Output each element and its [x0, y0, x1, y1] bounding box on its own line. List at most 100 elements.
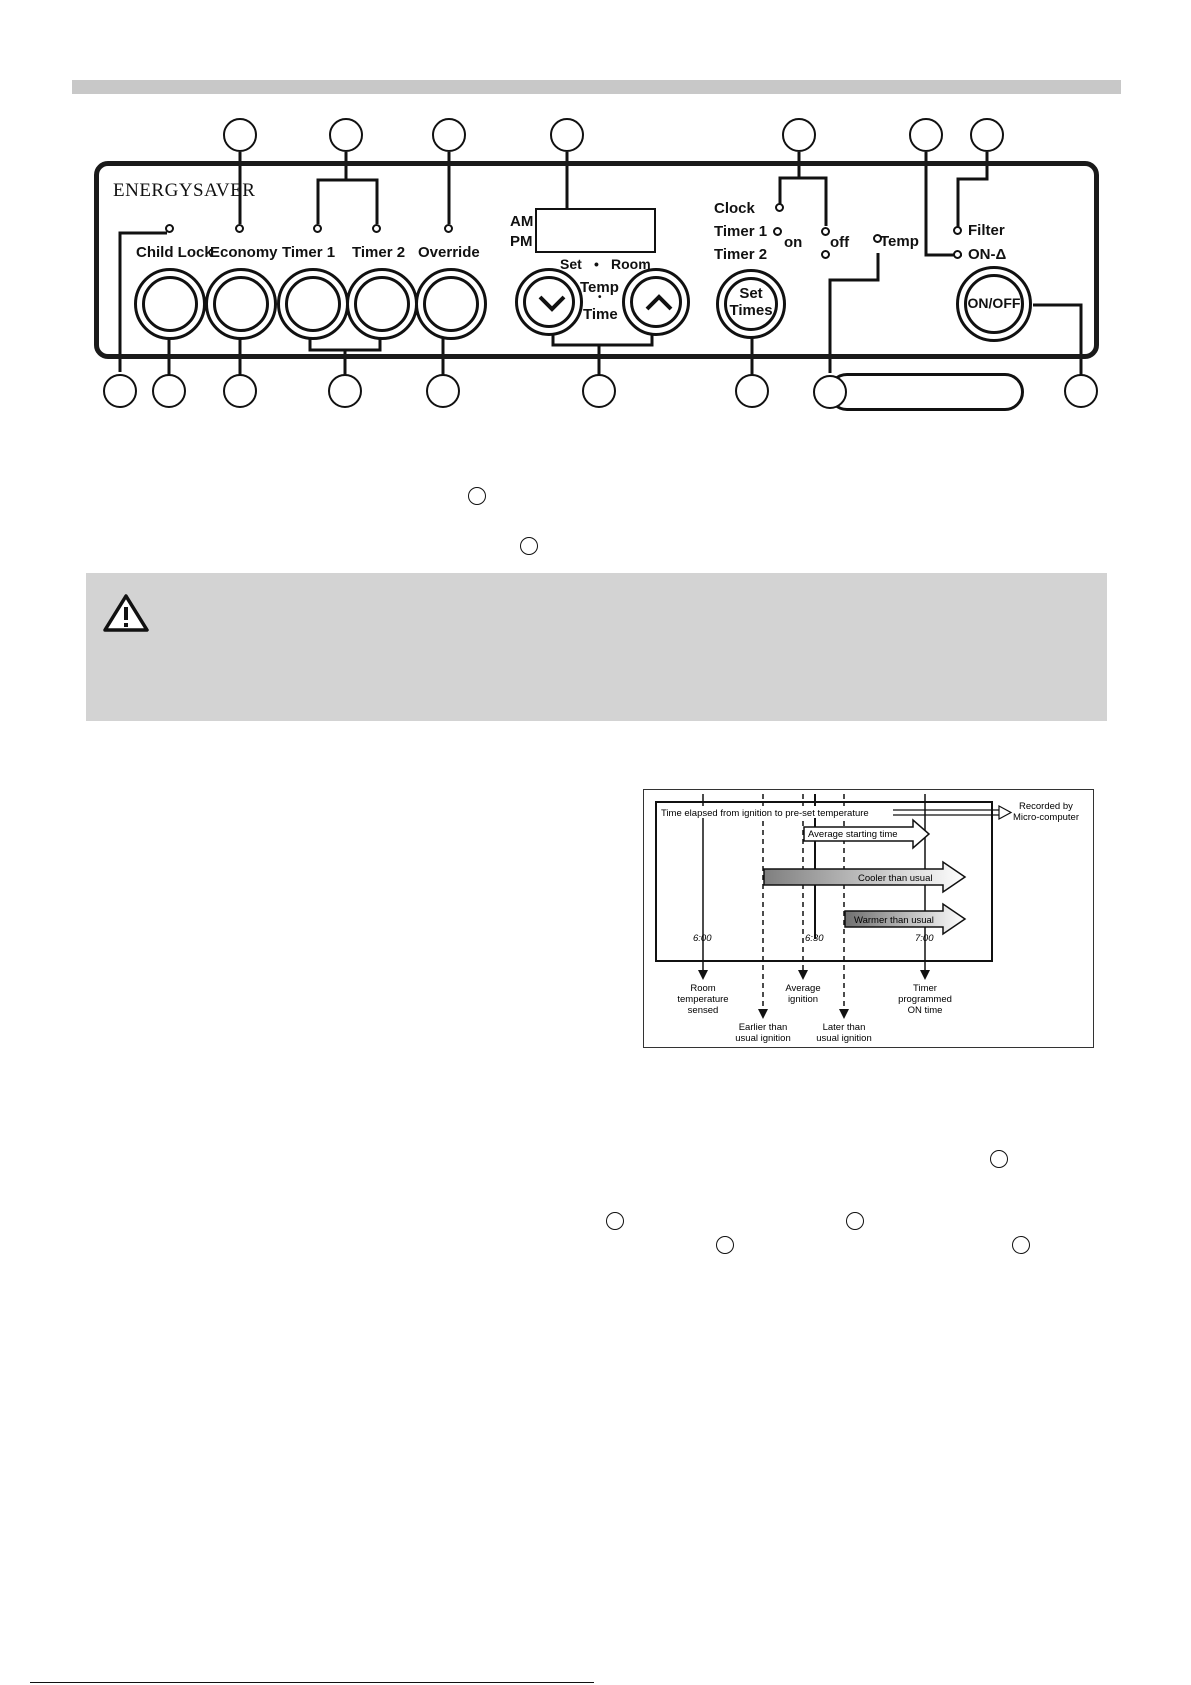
warmer-arrow	[844, 902, 967, 936]
on-flame-label: ON-Δ	[968, 246, 1007, 263]
on-led-icon	[953, 250, 962, 259]
arrowhead-down	[839, 1009, 849, 1019]
on-off-label: ON/OFF	[967, 295, 1021, 311]
temp-time-separator: •	[598, 292, 602, 303]
set-times-label-times: Times	[729, 302, 773, 319]
callout-circle	[970, 118, 1004, 152]
warning-triangle-icon	[103, 594, 149, 632]
clock-label: Clock	[714, 200, 755, 217]
control-panel-outline	[94, 161, 1099, 359]
lcd-display	[535, 208, 656, 253]
up-arrow-button[interactable]	[622, 268, 690, 336]
reference-circle	[716, 1236, 734, 1254]
callout-circle	[432, 118, 466, 152]
callout-circle	[582, 374, 616, 408]
arrow-label-average: Average starting time	[808, 829, 898, 840]
timer1-indicator-label: Timer 1	[714, 223, 768, 240]
child-lock-button[interactable]	[134, 268, 206, 340]
filter-led-icon	[953, 226, 962, 235]
child-lock-label: Child Lock	[136, 244, 213, 261]
chevron-down-icon	[538, 295, 566, 312]
off-label: off	[830, 234, 850, 251]
callout-circle	[103, 374, 137, 408]
arrow-label-cooler: Cooler than usual	[858, 873, 932, 884]
override-label: Override	[418, 244, 480, 261]
down-arrow-button[interactable]	[515, 268, 583, 336]
override-button[interactable]	[415, 268, 487, 340]
temp-led-icon	[873, 234, 882, 243]
marker-later-1: Later than	[823, 1022, 866, 1033]
marker-average-2: ignition	[788, 994, 818, 1005]
timer-off-led-icon	[821, 227, 830, 236]
set-room-separator: •	[594, 256, 599, 272]
timer1-label: Timer 1	[282, 244, 336, 261]
diagram-canvas: Time elapsed from ignition to pre-set te…	[655, 794, 1079, 1044]
marker-timer-2: programmed	[898, 994, 952, 1005]
cooler-arrow	[763, 860, 967, 894]
timer2-button[interactable]	[346, 268, 418, 340]
callout-circle	[426, 374, 460, 408]
reference-circle	[606, 1212, 624, 1230]
set-times-label-set: Set	[739, 285, 763, 302]
recorded-line1: Recorded by	[1019, 801, 1073, 812]
callout-circle	[329, 118, 363, 152]
tick-6-30: 6:30	[805, 933, 824, 944]
tick-7-00: 7:00	[915, 933, 934, 944]
callout-circle	[813, 375, 847, 409]
reference-circle	[846, 1212, 864, 1230]
recorded-line2: Micro-computer	[1013, 812, 1079, 823]
economy-button[interactable]	[205, 268, 277, 340]
temp-label: Temp	[580, 279, 619, 296]
arrowhead-down	[698, 970, 708, 980]
economy-led-icon	[235, 224, 244, 233]
callout-circle	[735, 374, 769, 408]
chevron-up-icon	[645, 294, 673, 311]
override-led-icon	[444, 224, 453, 233]
timer1-on-led-icon	[773, 227, 782, 236]
callout-circle	[550, 118, 584, 152]
pm-label: PM	[510, 233, 533, 250]
reference-circle	[1012, 1236, 1030, 1254]
marker-earlier-2: usual ignition	[735, 1033, 790, 1044]
brand-logo: ENERGYSAVER	[113, 180, 256, 201]
marker-later-2: usual ignition	[816, 1033, 871, 1044]
arrowhead-down	[920, 970, 930, 980]
reference-circle	[468, 487, 486, 505]
callout-circle	[782, 118, 816, 152]
diagram-inner-box	[655, 801, 993, 962]
on-off-button[interactable]: ON/OFF	[956, 266, 1032, 342]
arrowhead-down	[758, 1009, 768, 1019]
on-label: on	[784, 234, 803, 251]
callout-circle	[909, 118, 943, 152]
temp-indicator-label: Temp	[880, 233, 919, 250]
average-starting-arrow	[803, 818, 931, 850]
timer2-off-led-icon	[821, 250, 830, 259]
timer1-led-icon	[313, 224, 322, 233]
arrow-label-warmer: Warmer than usual	[854, 915, 934, 926]
callout-circle	[328, 374, 362, 408]
filter-label: Filter	[968, 222, 1005, 239]
tick-6-00: 6:00	[693, 933, 712, 944]
timer2-indicator-label: Timer 2	[714, 246, 768, 263]
callout-circle	[152, 374, 186, 408]
marker-timer-1: Timer	[913, 983, 937, 994]
marker-room-3: sensed	[688, 1005, 719, 1016]
room-label: Room	[611, 256, 651, 272]
callout-circle	[223, 374, 257, 408]
footer-rule	[30, 1682, 594, 1683]
set-times-button[interactable]: Set Times	[716, 269, 786, 339]
warning-box	[86, 573, 1107, 721]
timer2-label: Timer 2	[352, 244, 406, 261]
timer1-button[interactable]	[277, 268, 349, 340]
economy-label: Economy	[210, 244, 278, 261]
reference-circle	[990, 1150, 1008, 1168]
recorded-arrowhead	[998, 804, 1013, 821]
marker-room-1: Room	[690, 983, 715, 994]
time-label: Time	[583, 306, 618, 323]
callout-circle	[1064, 374, 1098, 408]
arrowhead-down	[798, 970, 808, 980]
clock-led-icon	[775, 203, 784, 212]
marker-earlier-1: Earlier than	[739, 1022, 788, 1033]
callout-circle	[223, 118, 257, 152]
timer2-led-icon	[372, 224, 381, 233]
